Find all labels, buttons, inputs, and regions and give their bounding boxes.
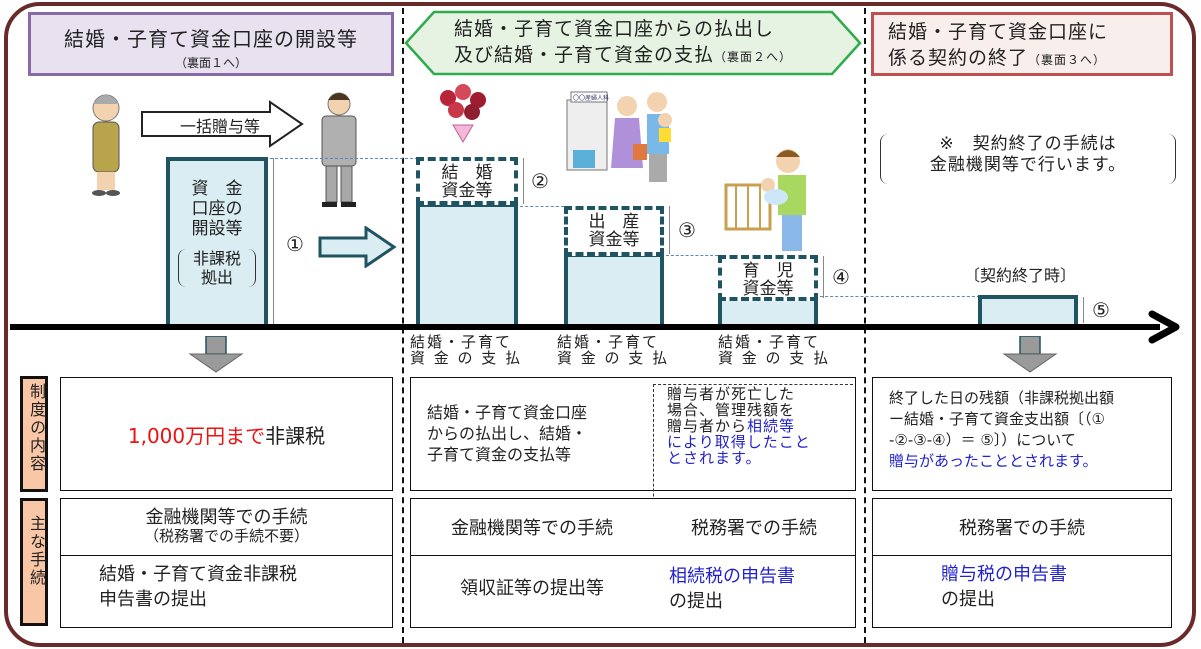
procedure-cell-contract-end: 税務署での手続 贈与税の申告書 の提出 [872,498,1172,628]
header-line2: 係る契約の終了 [888,47,1029,69]
marker-4: ④ [832,265,850,289]
procedure-note: ※ 契約終了の手続は 金融機関等で行います。 [880,134,1176,184]
marker-3: ③ [678,218,696,242]
content-cell-account: 1,000万円まで非課税 [60,377,393,491]
level-line [820,296,980,297]
marriage-fund-box: 結 婚 資金等 [416,157,518,205]
bar3-line: 出 産 [588,212,640,232]
bracket [270,158,274,324]
proc-text: 相続税の申告書 [669,566,795,587]
proc-text: 申告書の提出 [99,589,207,610]
hospital-sign: 〇〇産婦人科 [573,94,609,102]
note-line: 金融機関等で行います。 [929,155,1127,175]
bar1-line: 開設等 [191,219,243,239]
bar4-line: 育 児 [742,261,794,281]
header-sub: （裏面１へ） [174,56,247,70]
childcare-fund-box: 育 児 資金等 [718,255,818,301]
level-line [520,206,564,207]
proc-text: 領収証等の提出等 [460,578,604,599]
bar1-paren: 非課税 [192,249,241,268]
tax-free-text: 非課税 [265,423,326,448]
proc-text: の提出 [669,591,723,612]
bracket [820,256,824,298]
payment-caption: 結婚・子育て資 金 の 支 払 [410,333,523,367]
gift-arrow [141,100,304,148]
header-line1: 結婚・子育て資金口座に [888,21,1109,43]
proc-text: 金融機関等での手続 [451,518,613,539]
payment-caption: 結婚・子育て資 金 の 支 払 [557,333,670,367]
bar1-paren: 拠出 [200,268,233,287]
header-contract-end: 結婚・子育て資金口座に 係る契約の終了（裏面３へ） [871,12,1173,76]
proc-text: 結婚・子育て資金非課税 [99,564,297,585]
down-arrow-icon [188,336,244,373]
bar3-line: 資金等 [588,230,640,250]
contract-end-label: 〔契約終了時〕 [964,266,1077,285]
proc-text: 税務署での手続 [691,518,817,539]
proc-text: の提出 [941,589,995,610]
maternity-illustration: 〇〇産婦人科 [566,91,672,182]
gift-arrow-label: 一括贈与等 [180,117,261,136]
header-line1: 結婚・子育て資金口座からの払出し [454,18,775,40]
payment-caption: 結婚・子育て資 金 の 支 払 [718,333,831,367]
proc-text: 金融機関等での手続 [145,507,308,528]
bar2-line: 結 婚 [441,163,493,183]
bracket [666,206,670,254]
down-arrow-icon [1002,336,1058,373]
row-label-procedure: 主な手続 [20,498,48,626]
procedure-cell-account: 金融機関等での手続 （税務署での手続不要） 結婚・子育て資金非課税 申告書の提出 [60,498,393,628]
grandmother-illustration [92,94,120,196]
row-label-content: 制度の内容 [20,376,48,492]
header-account-opening: 結婚・子育て資金口座の開設等 （裏面１へ） [28,12,394,76]
account-bar: 資 金 口座の 開設等 非課税 拠出 [166,157,268,325]
bar1-line: 資 金 [191,179,243,199]
header-line2: 及び結婚・子育て資金の支払 [454,44,715,66]
axis-arrowhead-icon [1148,310,1180,344]
bracket [520,158,524,204]
flow-arrow [318,226,397,268]
procedure-cell-withdrawal: 金融機関等での手続 税務署での手続 領収証等の提出等 相続税の申告書 の提出 [410,498,856,628]
header-sub: （裏面２へ） [714,50,793,64]
death-note: 贈与者が死亡した 場合、管理残額を 贈与者から相続等 により取得したこと とされ… [667,385,811,467]
bar2-line: 資金等 [441,181,493,201]
content-cell-contract-end: 終了した日の残額（非課税拠出額 ー結婚・子育て資金支出額〔（① -②-③-④）＝… [872,377,1172,491]
marker-1: ① [286,232,304,256]
outer-frame [4,2,1196,647]
level-line [666,255,718,256]
tax-free-limit: 1,000万円まで [127,423,266,448]
header-sub: （裏面３へ） [1028,53,1107,67]
marker-2: ② [531,169,549,193]
marriage-bar [416,203,518,325]
bar4-line: 資金等 [742,279,794,299]
timeline-axis [10,324,1160,330]
proc-subtext: （税務署での手続不要） [143,527,309,545]
man-illustration [321,92,357,207]
childcare-illustration [724,149,806,251]
remaining-bar [978,295,1078,325]
birth-fund-box: 出 産 資金等 [564,206,664,256]
childcare-bar [718,297,818,325]
bar1-line: 口座の [191,199,243,219]
header-withdrawal: 結婚・子育て資金口座からの払出し 及び結婚・子育て資金の支払（裏面２へ） [404,10,862,76]
header-title: 結婚・子育て資金口座の開設等 [64,27,358,51]
proc-text: 税務署での手続 [873,499,1171,556]
marker-5: ⑤ [1092,298,1110,322]
content-cell-withdrawal: 結婚・子育て資金口座からの払出し、結婚・子育て資金の支払等 贈与者が死亡した 場… [410,377,856,616]
proc-text: 贈与税の申告書 [941,564,1067,585]
bouquet-illustration [440,84,486,143]
bracket [1080,297,1084,323]
note-line: ※ 契約終了の手続は [939,134,1117,154]
hexagon-shape [404,10,862,76]
birth-bar [564,253,664,325]
level-line [270,158,418,159]
